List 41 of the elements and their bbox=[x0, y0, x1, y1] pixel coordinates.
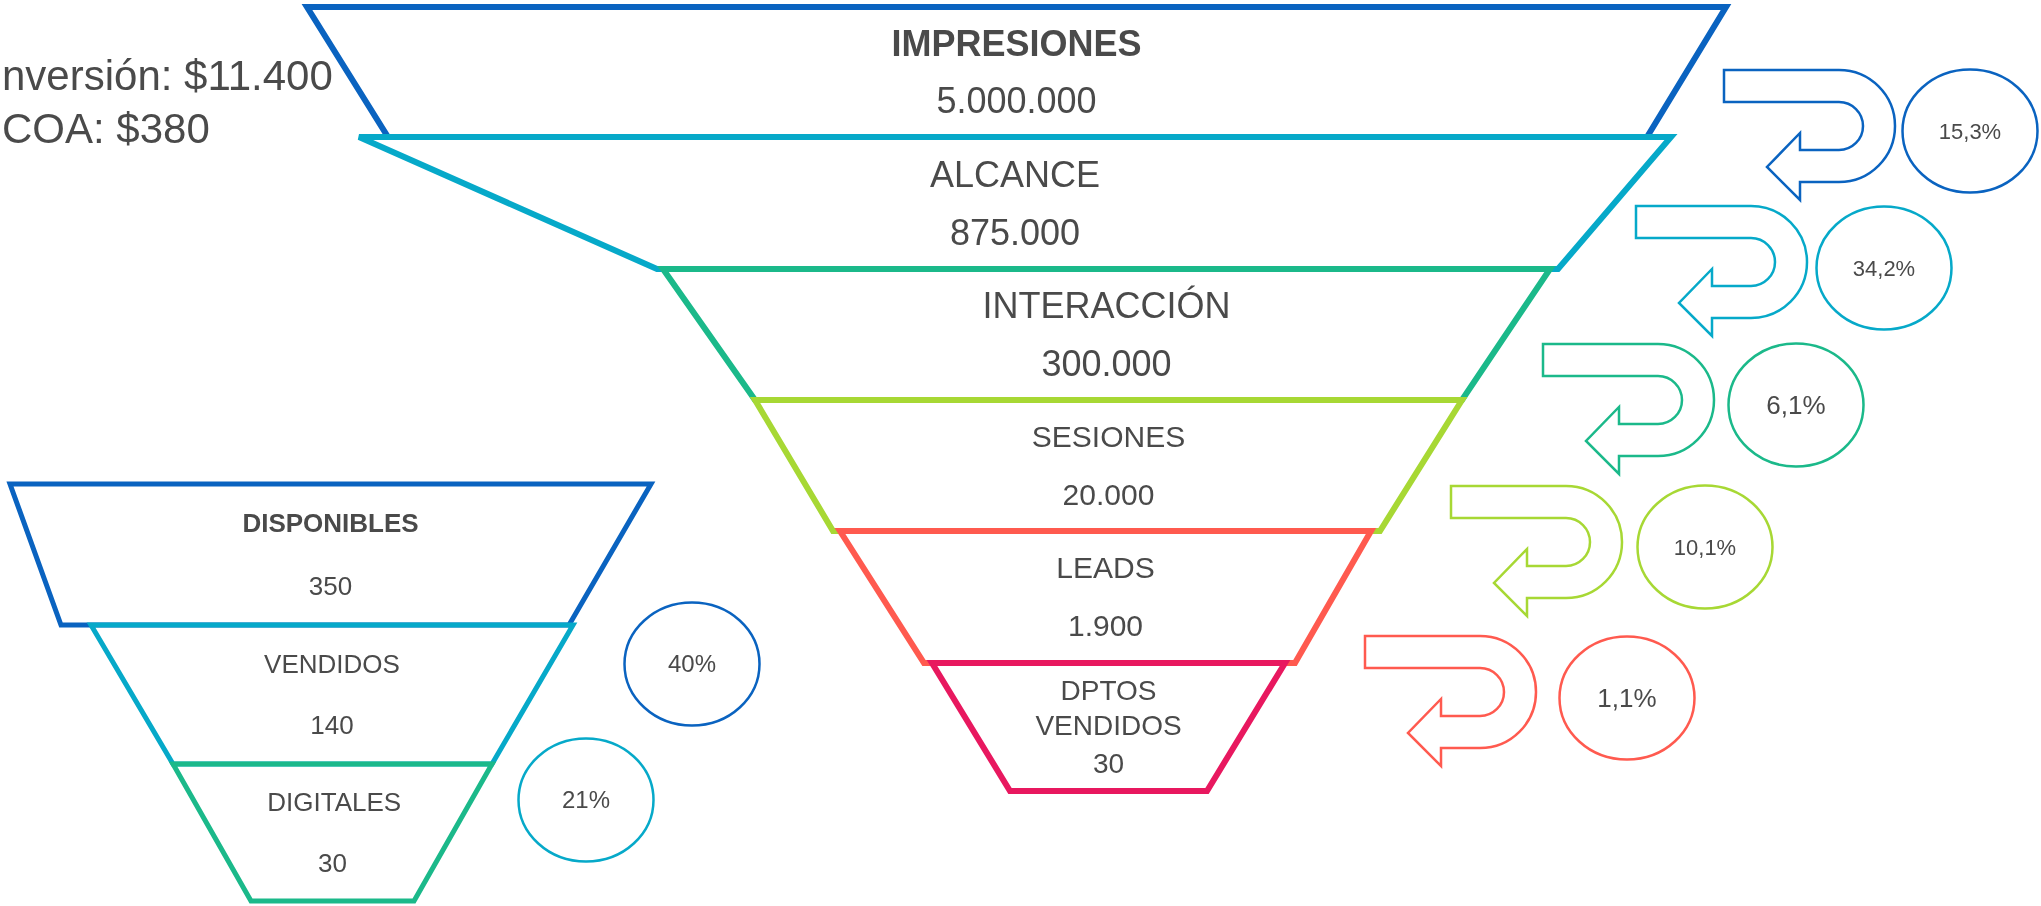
percent-circle bbox=[1636, 484, 1774, 610]
stage-value: 875.000 bbox=[949, 210, 1081, 255]
funnel-stage bbox=[749, 400, 1468, 531]
percent-value: 21% bbox=[561, 785, 610, 815]
funnel-stage bbox=[5, 484, 656, 625]
funnel-stage bbox=[926, 663, 1291, 791]
percent-circle bbox=[1901, 68, 2039, 194]
percent-value: 10,1% bbox=[1673, 533, 1737, 562]
funnel-stage bbox=[86, 625, 578, 764]
funnel-stage bbox=[834, 531, 1377, 663]
stage-value: 5.000.000 bbox=[936, 79, 1097, 123]
summary-text: COA: $380 bbox=[2, 103, 211, 154]
stage-value: 30 bbox=[318, 846, 347, 879]
stage-name: INTERACCIÓN bbox=[982, 284, 1231, 329]
percent-circle bbox=[623, 601, 761, 727]
stage-name: DIGITALES bbox=[267, 786, 398, 819]
stage-name: DPTOS VENDIDOS bbox=[1034, 673, 1183, 743]
percent-circle bbox=[1558, 635, 1696, 761]
percent-value: 15,3% bbox=[1938, 117, 2002, 146]
stage-value: 300.000 bbox=[1041, 341, 1172, 386]
funnel-stage bbox=[168, 764, 497, 901]
stage-name: VENDIDOS bbox=[264, 647, 400, 680]
stage-name: LEADS bbox=[1056, 550, 1155, 587]
stage-name: ALCANCE bbox=[929, 152, 1101, 197]
stage-value: 140 bbox=[310, 709, 354, 742]
stage-value: 1.900 bbox=[1067, 608, 1144, 645]
stage-name: SESIONES bbox=[1031, 419, 1186, 455]
percent-value: 34,2% bbox=[1852, 254, 1916, 283]
stage-value: 20.000 bbox=[1062, 476, 1155, 513]
percent-circle bbox=[517, 737, 655, 863]
stage-name: IMPRESIONES bbox=[891, 22, 1142, 66]
percent-value: 40% bbox=[667, 649, 716, 679]
stage-name: DISPONIBLES bbox=[242, 507, 419, 540]
stage-value: 30 bbox=[1092, 747, 1125, 782]
percent-circle bbox=[1815, 205, 1953, 331]
percent-circle bbox=[1727, 342, 1865, 468]
summary-text: nversión: $11.400 bbox=[2, 51, 333, 101]
percent-value: 6,1% bbox=[1766, 388, 1826, 422]
funnel-stage bbox=[657, 269, 1556, 400]
stage-value: 350 bbox=[308, 569, 353, 602]
percent-value: 1,1% bbox=[1597, 681, 1657, 715]
